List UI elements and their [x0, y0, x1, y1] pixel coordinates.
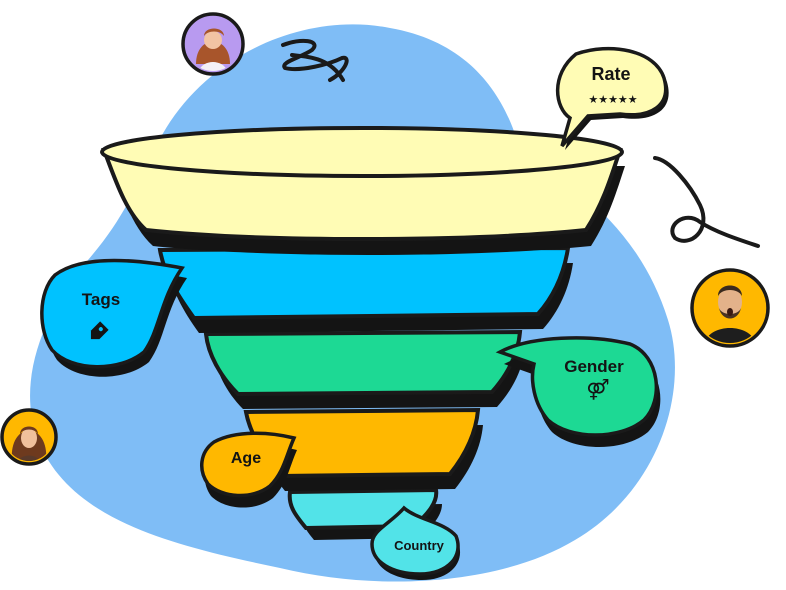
avatar-woman-brown-hair	[0, 408, 58, 466]
avatar-man-surprised	[690, 268, 770, 348]
star-rating-icon: ★★★★★	[588, 94, 637, 106]
age-label: Age	[231, 450, 261, 467]
funnel-layer-age	[243, 407, 483, 491]
rate-label: Rate	[591, 64, 630, 84]
gender-bubble: Gender ⚤	[495, 336, 661, 447]
funnel-layer-gender	[203, 329, 525, 409]
funnel-layer-tags	[157, 245, 573, 333]
avatar-woman-purple-background	[181, 12, 245, 76]
country-bubble: Country	[370, 505, 461, 580]
rate-bubble: Rate ★★★★★	[555, 46, 669, 150]
scribble-doodle-top	[281, 38, 349, 82]
gender-label: Gender	[564, 357, 624, 376]
tags-label: Tags	[82, 290, 120, 309]
country-label: Country	[394, 538, 445, 553]
scribble-doodle-right	[653, 156, 760, 248]
age-bubble: Age	[200, 431, 297, 508]
gender-symbol-icon: ⚤	[586, 378, 610, 401]
funnel-layer-rate	[100, 126, 625, 255]
tags-bubble: Tags	[40, 258, 187, 377]
tag-icon	[90, 321, 109, 340]
